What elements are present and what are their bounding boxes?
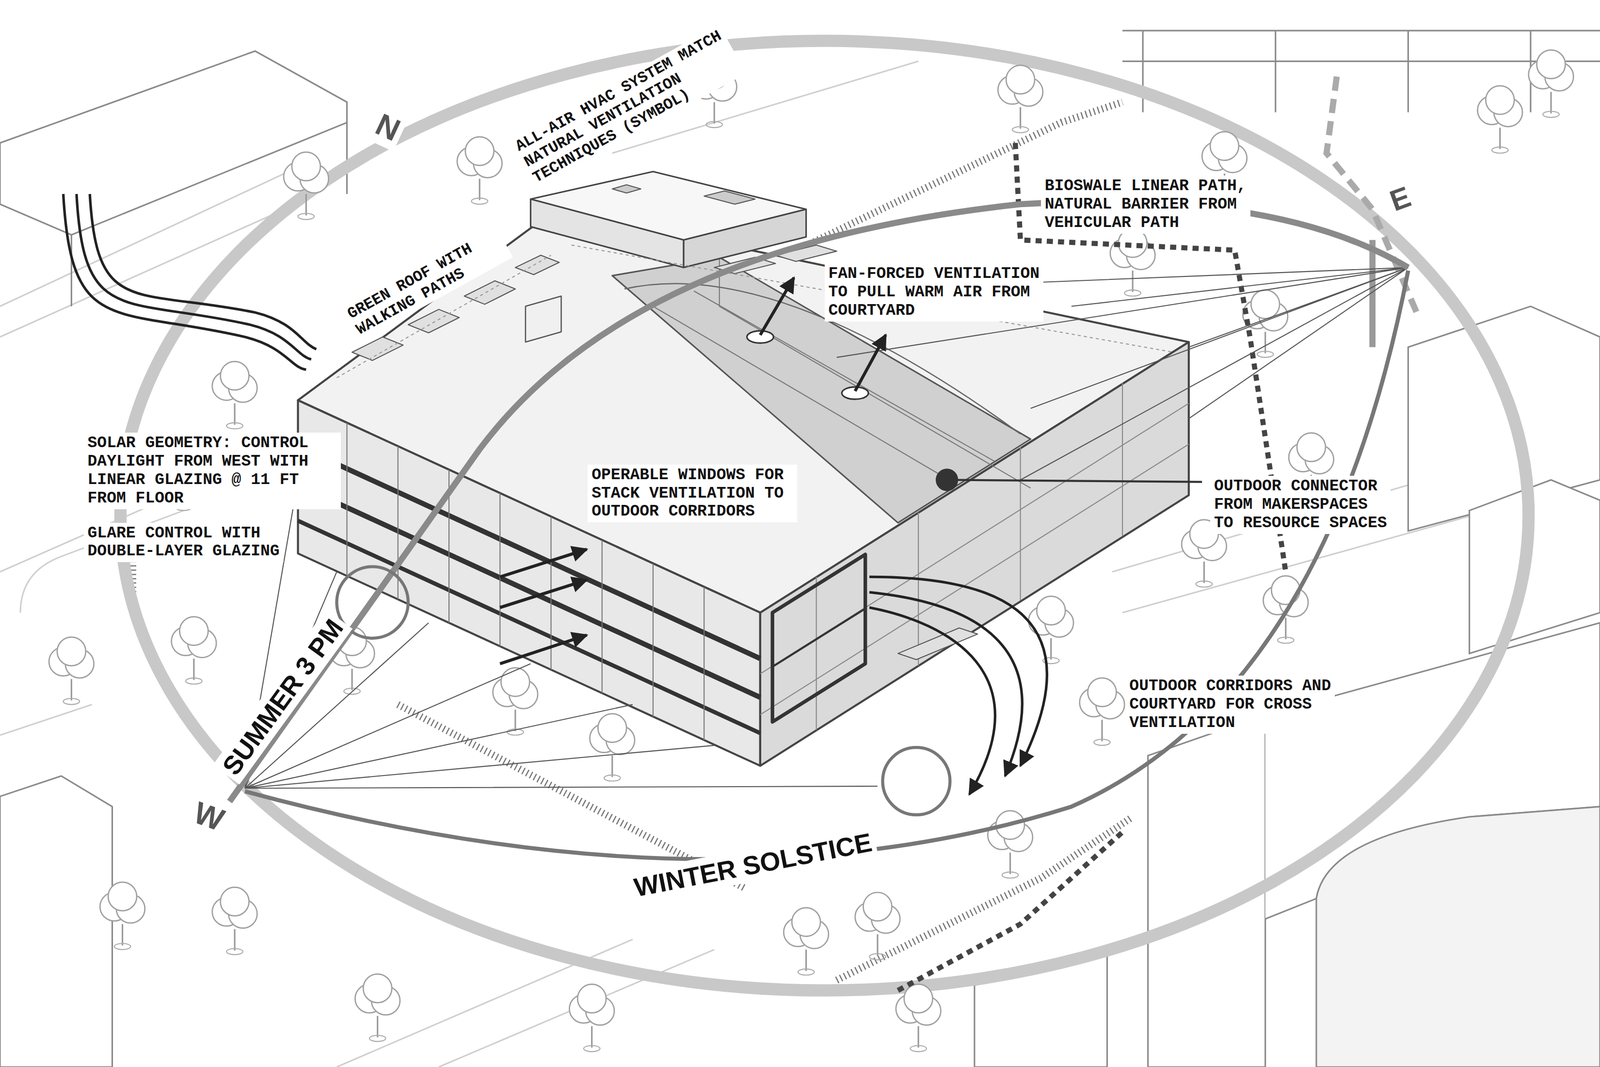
wind-flow bbox=[63, 193, 1047, 795]
callout-note: FAN-FORCED VENTILATION TO PULL WARM AIR … bbox=[824, 263, 1044, 322]
trees-part bbox=[171, 616, 217, 685]
trees-part bbox=[354, 973, 400, 1041]
trees-part bbox=[493, 667, 539, 736]
compass-letter: W bbox=[185, 791, 234, 841]
trees-part bbox=[1528, 49, 1574, 118]
roads-part bbox=[438, 949, 715, 1067]
building-part bbox=[897, 627, 978, 660]
trees-part bbox=[283, 152, 329, 220]
trees-part bbox=[212, 361, 258, 429]
callout-note: BIOSWALE LINEAR PATH, NATURAL BARRIER FR… bbox=[1040, 175, 1251, 234]
neighbour-buildings-part bbox=[1316, 806, 1600, 1067]
ventilation-arrows-part bbox=[499, 579, 587, 608]
trees-part bbox=[1079, 677, 1125, 746]
building-part bbox=[760, 382, 1189, 730]
sun-arcs-part bbox=[229, 201, 1409, 802]
compass-letter: N bbox=[366, 103, 410, 152]
connector-leader bbox=[935, 468, 1202, 491]
ventilation-arrows-part bbox=[499, 634, 587, 664]
trees-part bbox=[997, 65, 1043, 133]
trees-part bbox=[1477, 85, 1523, 154]
sun-arcs-part bbox=[882, 747, 950, 815]
connector-leader-part bbox=[935, 468, 959, 491]
sun-path-ellipse bbox=[120, 40, 1529, 991]
building-part bbox=[525, 296, 562, 343]
trees-part bbox=[783, 907, 829, 976]
building-part bbox=[772, 608, 866, 667]
roads-part bbox=[0, 204, 296, 337]
building-part bbox=[612, 184, 756, 205]
wind-flow-part bbox=[89, 193, 317, 350]
trees-part bbox=[855, 892, 901, 960]
neighbour-buildings-part bbox=[0, 775, 113, 1067]
building bbox=[298, 171, 1189, 766]
trees-part bbox=[99, 881, 145, 950]
wind-flow-part bbox=[869, 576, 1047, 766]
trees-part bbox=[896, 983, 942, 1052]
callout-note: OUTDOOR CONNECTOR FROM MAKERSPACES TO RE… bbox=[1210, 475, 1391, 534]
trees-part bbox=[457, 136, 503, 205]
callout-note: SOLAR GEOMETRY: CONTROL DAYLIGHT FROM WE… bbox=[83, 432, 342, 510]
trees bbox=[48, 49, 1574, 1052]
sun-path-label: WINTER SOLSTICE bbox=[627, 824, 879, 905]
ventilation-arrows-part bbox=[499, 549, 587, 577]
compass-letter: E bbox=[1380, 177, 1419, 222]
sun-arcs bbox=[229, 201, 1409, 860]
ventilation-arrows-part bbox=[855, 335, 886, 392]
sun-path-label: SUMMER 3 PM bbox=[212, 609, 353, 785]
callout-note: OUTDOOR CORRIDORS AND COURTYARD FOR CROS… bbox=[1125, 675, 1335, 734]
callout-note: GLARE CONTROL WITH DOUBLE-LAYER GLAZING bbox=[83, 522, 284, 563]
neighbour-buildings bbox=[0, 30, 1600, 1067]
ventilation-arrows bbox=[499, 277, 886, 664]
building-part bbox=[530, 199, 684, 268]
building-part bbox=[298, 400, 761, 766]
wind-flow-part bbox=[63, 193, 306, 370]
bioswale-path-part bbox=[897, 832, 1123, 991]
trees-part bbox=[589, 713, 635, 782]
wind-flow-part bbox=[869, 592, 1023, 776]
callout-note: GREEN ROOF WITH WALKING PATHS bbox=[340, 223, 513, 342]
trees-part bbox=[48, 637, 95, 705]
sun-path-ellipse-part bbox=[120, 40, 1529, 991]
callout-note: ALL-AIR HVAC SYSTEM MATCH NATURAL VENTIL… bbox=[508, 24, 747, 191]
building-part bbox=[298, 520, 761, 734]
trees-part bbox=[569, 983, 615, 1052]
ventilation-arrows-part bbox=[760, 277, 794, 336]
wind-flow-part bbox=[869, 607, 995, 795]
sun-arcs-part bbox=[244, 270, 1408, 860]
connector-leader-part bbox=[946, 479, 1202, 482]
trees-part bbox=[1110, 228, 1156, 297]
sun-rays bbox=[244, 267, 1408, 789]
building-part bbox=[772, 554, 866, 722]
roads-part bbox=[0, 704, 92, 736]
trees-part bbox=[212, 886, 258, 955]
callout-note: OPERABLE WINDOWS FOR STACK VENTILATION T… bbox=[587, 464, 798, 523]
